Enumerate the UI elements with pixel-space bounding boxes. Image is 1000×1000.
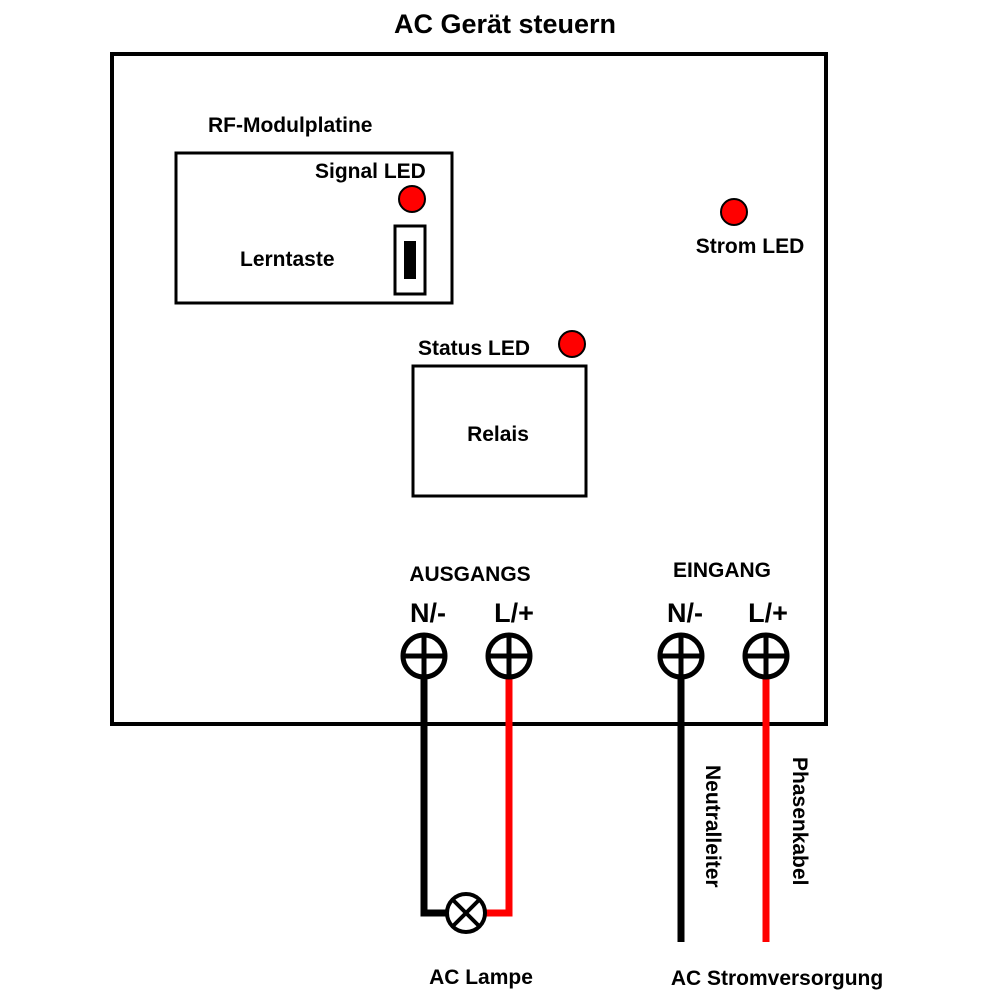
lamp-icon xyxy=(445,892,487,934)
output-terminal-l xyxy=(485,632,533,680)
input-terminal-l xyxy=(742,632,790,680)
learn-button-label: Lerntaste xyxy=(240,248,335,271)
rf-module-label: RF-Modulplatine xyxy=(208,114,372,137)
status-led-label: Status LED xyxy=(418,337,530,360)
power-led-label: Strom LED xyxy=(696,235,805,258)
learn-button[interactable] xyxy=(393,224,427,296)
input-terminal-n xyxy=(657,632,705,680)
neutral-wire-label: Neutralleiter xyxy=(701,765,724,888)
output-terminal-n xyxy=(400,632,448,680)
supply-label: AC Stromversorgung xyxy=(671,967,883,990)
lamp-label: AC Lampe xyxy=(429,966,533,989)
power-led xyxy=(720,198,748,226)
relay-box xyxy=(411,364,588,498)
input-terminal-n-label: N/- xyxy=(667,598,703,628)
signal-led-label: Signal LED xyxy=(315,160,426,183)
output-label: AUSGANGS xyxy=(409,563,530,586)
input-label: EINGANG xyxy=(673,559,771,582)
lamp-neutral-wire xyxy=(420,676,448,917)
lamp-phase-wire xyxy=(485,676,513,917)
output-terminal-n-label: N/- xyxy=(410,598,446,628)
status-led xyxy=(558,330,586,358)
signal-led xyxy=(398,185,426,213)
relay-label: Relais xyxy=(467,423,529,446)
diagram-title: AC Gerät steuern xyxy=(394,9,616,39)
input-terminal-l-label: L/+ xyxy=(748,598,788,628)
output-terminal-l-label: L/+ xyxy=(494,598,534,628)
phase-wire-label: Phasenkabel xyxy=(788,757,811,885)
